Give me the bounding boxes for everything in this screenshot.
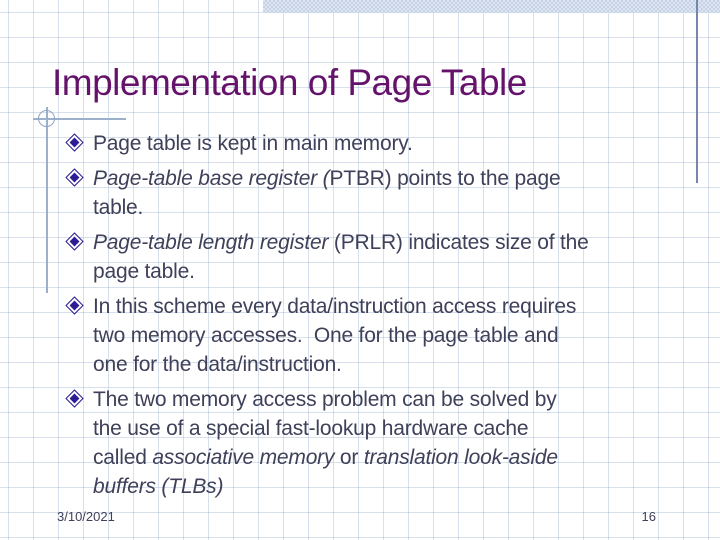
bullet-segment: The two memory access problem can be sol… — [93, 388, 557, 469]
bullet-segment: or — [334, 446, 364, 469]
bullet-text: Page-table length register (PRLR) indica… — [93, 228, 589, 286]
top-accent-band — [263, 0, 720, 13]
slide-title: Implementation of Page Table — [52, 62, 527, 103]
left-accent-line — [46, 107, 48, 293]
bullet-text: The two memory access problem can be sol… — [93, 385, 558, 501]
bullet-item: The two memory access problem can be sol… — [65, 385, 677, 501]
bullet-segment: translation look-aside buffers (TLBs) — [93, 446, 558, 498]
diamond-bullet-icon — [65, 232, 84, 251]
bullet-segment: Page table is kept in main memory. — [93, 132, 413, 155]
slide-page-number: 16 — [641, 509, 656, 524]
bullet-item: In this scheme every data/instruction ac… — [65, 292, 677, 379]
diamond-bullet-icon — [65, 389, 84, 408]
bullet-text: Page-table base register (PTBR) points t… — [93, 164, 561, 222]
bullet-item: Page-table length register (PRLR) indica… — [65, 228, 677, 286]
bullet-segment: associative memory — [152, 446, 335, 469]
bullet-text: Page table is kept in main memory. — [93, 129, 413, 158]
bullet-text: In this scheme every data/instruction ac… — [93, 292, 576, 379]
bullet-item: Page table is kept in main memory. — [65, 129, 677, 158]
diamond-bullet-icon — [65, 133, 84, 152]
bullet-segment: In this scheme every data/instruction ac… — [93, 295, 577, 376]
bullet-segment: Page-table length register — [93, 231, 334, 254]
bullet-segment: PTBR) points to the page table. — [93, 167, 561, 219]
bullet-segment: (PRLR) indicates size of the page table. — [93, 231, 589, 283]
bullet-segment: Page-table base register ( — [93, 167, 330, 190]
diamond-bullet-icon — [65, 168, 84, 187]
compass-circle-ornament — [38, 110, 55, 127]
right-accent-line — [696, 0, 698, 183]
diamond-bullet-icon — [65, 296, 84, 315]
title-underline-line — [33, 118, 126, 120]
bullet-item: Page-table base register (PTBR) points t… — [65, 164, 677, 222]
slide-date: 3/10/2021 — [57, 509, 115, 524]
bullet-list: Page table is kept in main memory. Page-… — [65, 129, 677, 507]
